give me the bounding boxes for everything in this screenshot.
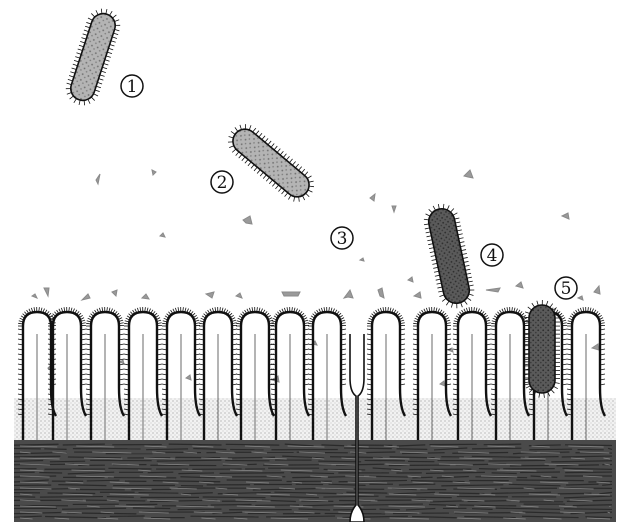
- bacterium-stage-5: [524, 300, 560, 398]
- svg-text:4: 4: [487, 246, 498, 266]
- bacterium-stage-4: [420, 200, 477, 311]
- stage-label-4: 4: [481, 244, 503, 266]
- stage-label-2: 2: [211, 171, 233, 193]
- stage-label-3: 3: [331, 227, 353, 249]
- svg-text:2: 2: [217, 173, 228, 193]
- stage-label-5: 5: [555, 277, 577, 299]
- svg-text:5: 5: [561, 279, 572, 299]
- bacterium-stage-2: [221, 117, 321, 209]
- svg-text:3: 3: [337, 229, 348, 249]
- stage-label-1: 1: [121, 75, 143, 97]
- tissue-layer: [14, 398, 616, 522]
- bacterium-stage-1: [61, 4, 124, 109]
- svg-text:1: 1: [127, 77, 138, 97]
- mucus-particles: [32, 170, 600, 386]
